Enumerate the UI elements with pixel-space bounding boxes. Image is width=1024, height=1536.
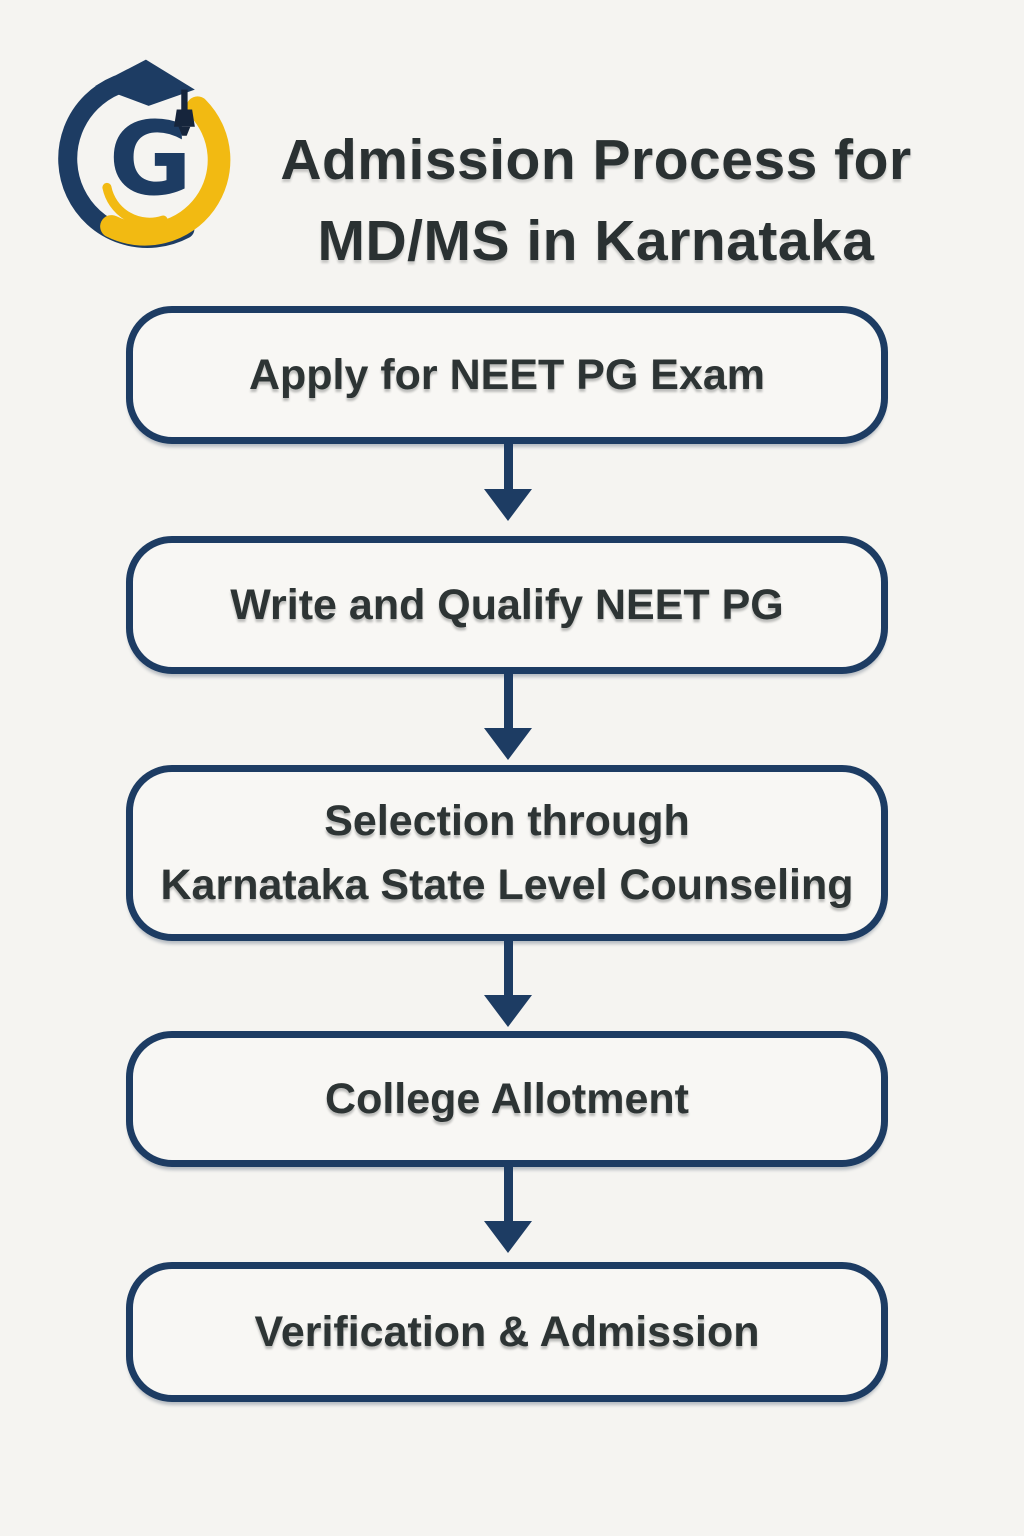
arrow-head-icon — [484, 1221, 532, 1253]
graduation-cap-icon — [95, 59, 195, 106]
flow-arrow — [484, 672, 532, 760]
arrow-stem — [503, 672, 513, 728]
arrow-stem — [503, 442, 513, 489]
step-label: Apply for NEET PG Exam — [248, 351, 766, 399]
arrow-stem — [503, 1166, 513, 1221]
arrow-head-icon — [484, 489, 532, 521]
gold-inner-sliver — [102, 182, 168, 227]
title-line-2: MD/MS in Karnataka — [317, 209, 875, 274]
flow-step-apply-neet-pg: Apply for NEET PG Exam — [126, 306, 888, 444]
g-graduation-cap-logo-icon: G — [58, 59, 231, 248]
tassel-body — [174, 109, 195, 127]
flow-arrow — [484, 1166, 532, 1253]
step-label: Write and Qualify NEET PG — [230, 581, 784, 629]
tassel-tip — [178, 126, 191, 136]
title-line-1: Admission Process for — [280, 128, 912, 193]
flow-arrow — [484, 442, 532, 521]
flow-step-verification-admission: Verification & Admission — [126, 1262, 888, 1402]
arrow-stem — [503, 939, 513, 995]
step-label-line-2: Karnataka State Level Counseling — [160, 861, 854, 909]
step-label: College Allotment — [325, 1075, 689, 1123]
step-label: Verification & Admission — [254, 1308, 760, 1356]
arrow-head-icon — [484, 728, 532, 760]
logo: G — [58, 54, 232, 252]
flow-arrow — [484, 939, 532, 1027]
flow-step-write-qualify-neet-pg: Write and Qualify NEET PG — [126, 536, 888, 674]
flow-step-state-counseling: Selection through Karnataka State Level … — [126, 765, 888, 941]
page-title: Admission Process for MD/MS in Karnataka — [228, 120, 964, 282]
tassel-cord — [181, 89, 188, 114]
arrow-head-icon — [484, 995, 532, 1027]
gold-swoosh — [100, 96, 231, 246]
flow-step-college-allotment: College Allotment — [126, 1031, 888, 1167]
step-label-line-1: Selection through — [324, 797, 690, 845]
